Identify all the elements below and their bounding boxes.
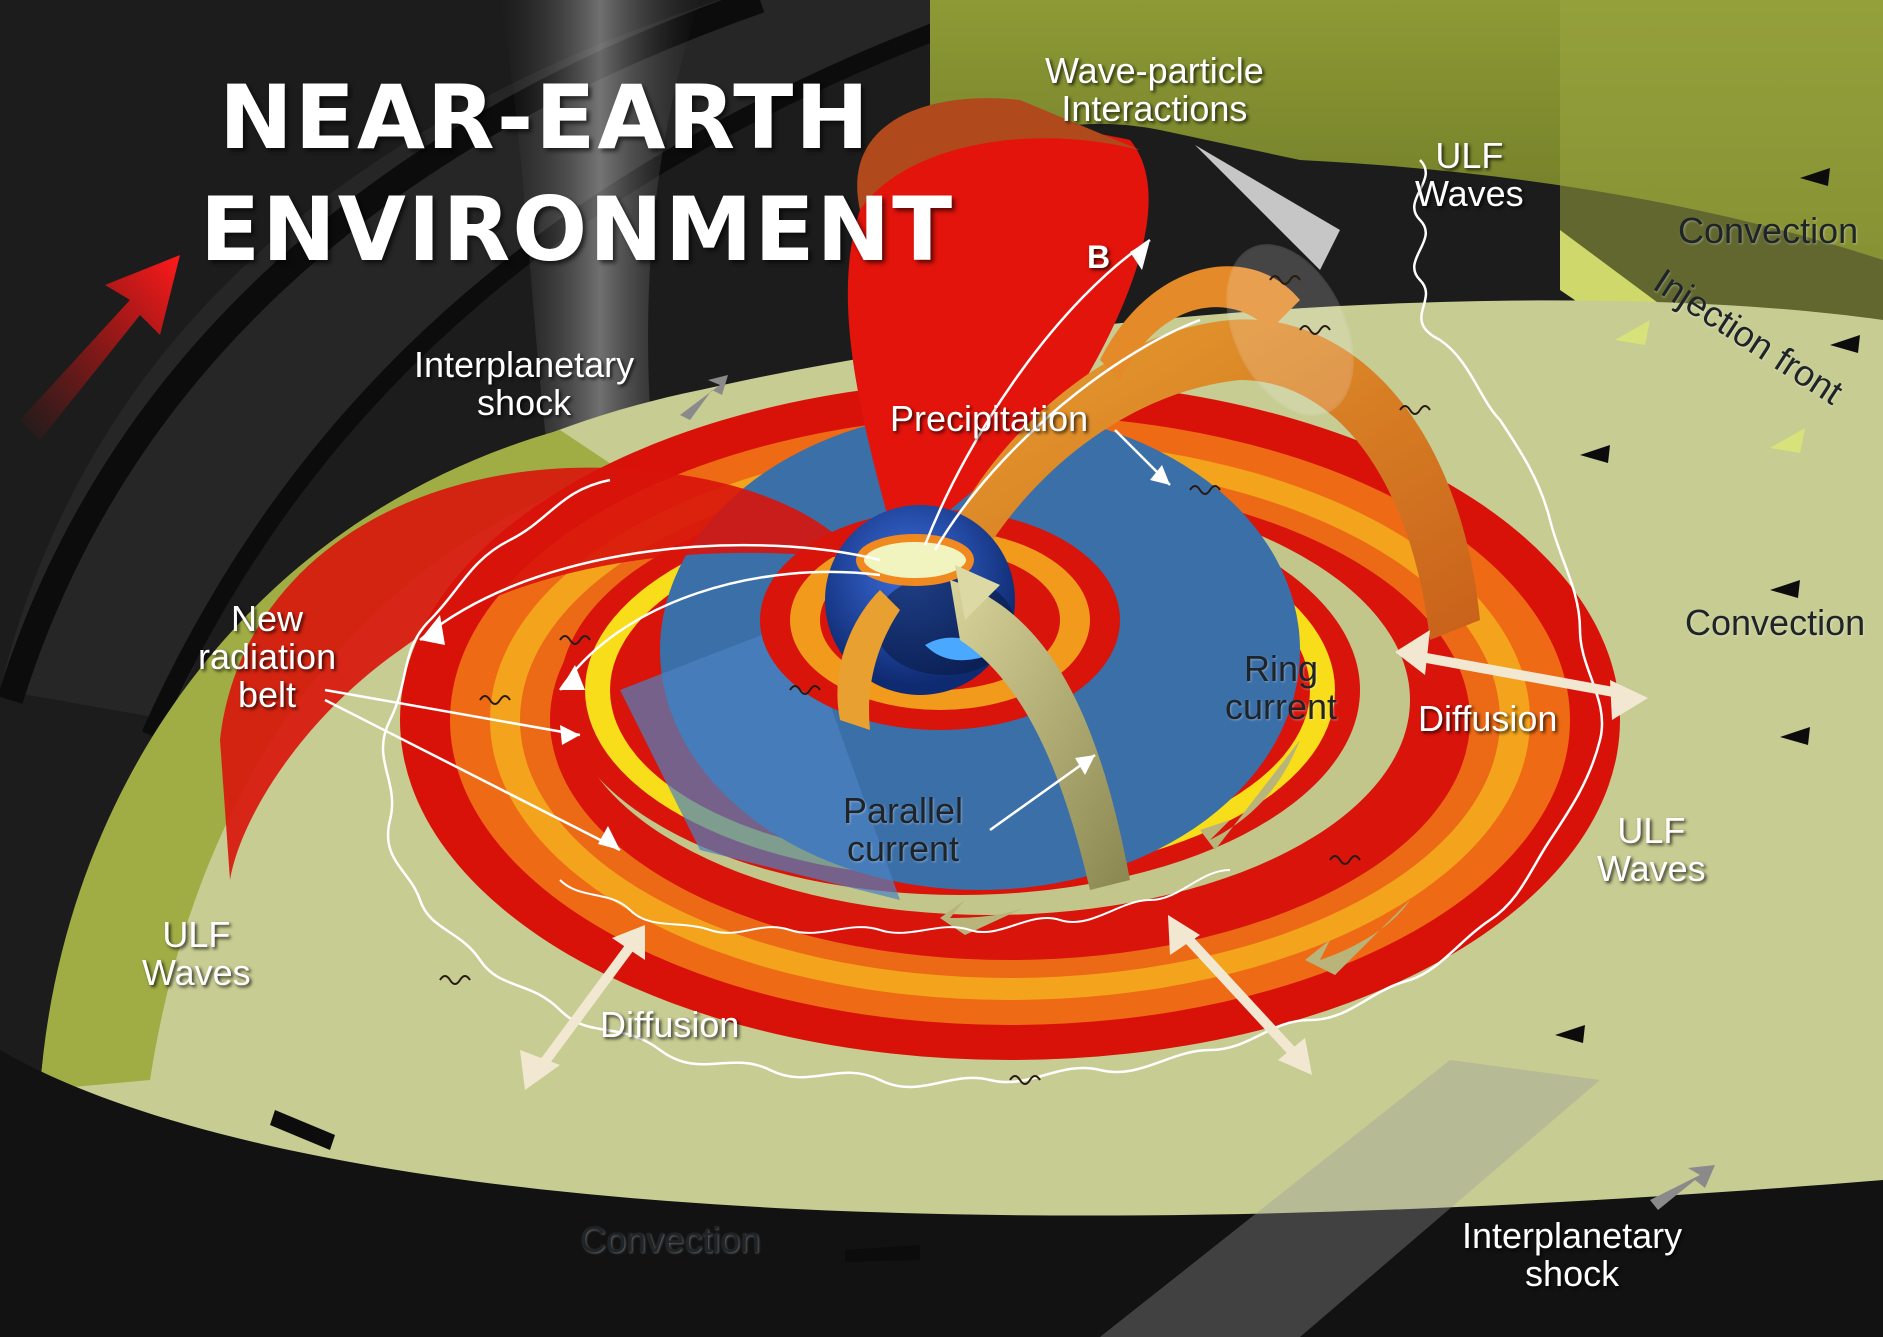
label-wave-particle-line-1: Wave-particle [1045, 50, 1264, 91]
parallel-current-pointer-head [1075, 755, 1095, 775]
label-new-radiation-line-2: radiation [198, 636, 337, 677]
label-ulf-left-line-2: Waves [142, 952, 251, 993]
field-line-2 [558, 570, 881, 691]
label-interplanetary-top-line-1: Interplanetary [414, 344, 635, 385]
parallel-current-arrow [950, 580, 1130, 890]
convection-arrow-6 [1555, 1025, 1585, 1043]
parallel-current-arrowhead [955, 565, 1000, 620]
flux-tube-right [940, 319, 1480, 640]
magnetosphere-left-wall [40, 430, 620, 1090]
ulf-wave-line [381, 159, 1604, 1089]
field-line-3 [923, 238, 1151, 546]
new-belt-pointer-head-1 [560, 725, 580, 745]
label-interplanetary-bottom-line-1: Interplanetary [1462, 1215, 1683, 1256]
convection-arrow-3 [1580, 445, 1610, 463]
ring-current-arrow-3 [1305, 900, 1410, 975]
ulf-wave-line-inner [559, 869, 1231, 934]
convection-arrow-8 [845, 1245, 920, 1262]
field-line-4 [933, 318, 1201, 551]
convection-arrow-7 [270, 1110, 335, 1150]
label-interplanetary-shock-top: Interplanetary shock [414, 346, 634, 422]
label-convection-right: Convection [1685, 602, 1866, 643]
label-precipitation: Precipitation [890, 398, 1089, 439]
label-ulf-top-line-1: ULF [1435, 135, 1504, 176]
interplanetary-shock-band-bottom [1100, 1060, 1600, 1337]
label-convection-bottom: Convection [580, 1219, 761, 1260]
interplanetary-shock-band-top [500, 0, 700, 540]
label-new-radiation-line-1: New [231, 598, 304, 639]
label-b-field: B [1087, 239, 1111, 275]
new-belt-pointer-2 [324, 698, 621, 852]
new-belt-pointer-head-2 [598, 826, 620, 850]
label-diffusion-right: Diffusion [1418, 698, 1558, 739]
label-parallel-current: Parallel current [843, 792, 963, 868]
ring-current-arrow-2 [940, 900, 1030, 935]
field-line-arrowhead-3 [1130, 240, 1150, 270]
label-ulf-left-line-1: ULF [162, 914, 231, 955]
shock-arrow-bottom [1650, 1165, 1715, 1210]
label-ulf-waves-right: ULF Waves [1597, 812, 1706, 888]
label-new-radiation-belt: New radiation belt [198, 600, 336, 714]
convection-arrows [270, 168, 1860, 1262]
label-diffusion-bottom: Diffusion [600, 1004, 740, 1045]
wave-particle-pointer [1195, 145, 1340, 270]
label-wave-particle-interactions: Wave-particle Interactions [1045, 52, 1264, 128]
field-line-1 [419, 543, 881, 641]
label-ring-current: Ring current [1225, 650, 1337, 726]
label-new-radiation-line-3: belt [238, 674, 297, 715]
solar-wind-arrow [20, 255, 180, 440]
label-convection-top: Convection [1678, 210, 1859, 251]
label-ulf-top-line-2: Waves [1415, 173, 1524, 214]
label-parallel-current-line-2: current [847, 828, 960, 869]
label-wave-particle-line-2: Interactions [1061, 88, 1248, 129]
upper-red-lobe-shade [857, 98, 1140, 210]
parallel-current-pointer [989, 753, 1096, 832]
field-line-arrowhead-1 [420, 615, 445, 645]
small-orange-arrow [837, 590, 900, 730]
label-parallel-current-line-1: Parallel [843, 790, 964, 831]
upper-red-lobe [847, 128, 1149, 560]
convection-arrow-4 [1770, 580, 1800, 598]
wave-particle-ellipse [1226, 244, 1354, 416]
flux-tube-upper [1100, 266, 1300, 380]
field-line-arrowhead-2 [560, 665, 585, 690]
precipitation-pointer-head [1150, 465, 1170, 485]
new-belt-pointer-1 [324, 688, 581, 737]
convection-arrow-1 [1800, 168, 1830, 186]
left-red-lobe [220, 467, 860, 880]
title-line-1: NEAR-EARTH [219, 66, 871, 169]
auroral-oval [856, 534, 974, 586]
label-ring-current-line-2: current [1225, 686, 1338, 727]
label-interplanetary-top-line-2: shock [477, 382, 572, 423]
bottom-shell-band [0, 1050, 1883, 1337]
diffusion-arrow-bottom-left [520, 925, 645, 1090]
convection-arrow-5 [1780, 727, 1810, 745]
injection-arrows [1615, 320, 1805, 453]
wave-squiggles [439, 275, 1431, 1085]
convection-arrow-2 [1830, 335, 1860, 353]
injection-arrow-2 [1770, 428, 1805, 453]
ring-current-arrow-1 [1200, 740, 1300, 850]
label-interplanetary-shock-bottom: Interplanetary shock [1462, 1217, 1682, 1293]
injection-arrow-1 [1615, 320, 1650, 345]
shock-arrow-top [680, 375, 728, 420]
label-ulf-waves-top: ULF Waves [1415, 137, 1524, 213]
label-ulf-right-line-1: ULF [1617, 810, 1686, 851]
diffusion-arrow-right [1395, 630, 1648, 720]
label-ulf-right-line-2: Waves [1597, 848, 1706, 889]
label-interplanetary-bottom-line-2: shock [1525, 1253, 1620, 1294]
diffusion-arrow-bottom-right [1168, 915, 1312, 1075]
outer-shell-line-2 [141, 0, 1023, 739]
title-line-2: ENVIRONMENT [200, 178, 955, 281]
label-ulf-waves-left: ULF Waves [142, 916, 251, 992]
label-ring-current-line-1: Ring [1244, 648, 1319, 689]
plasmasphere-cut [620, 620, 900, 900]
page-title: NEAR-EARTH ENVIRONMENT [200, 62, 955, 286]
